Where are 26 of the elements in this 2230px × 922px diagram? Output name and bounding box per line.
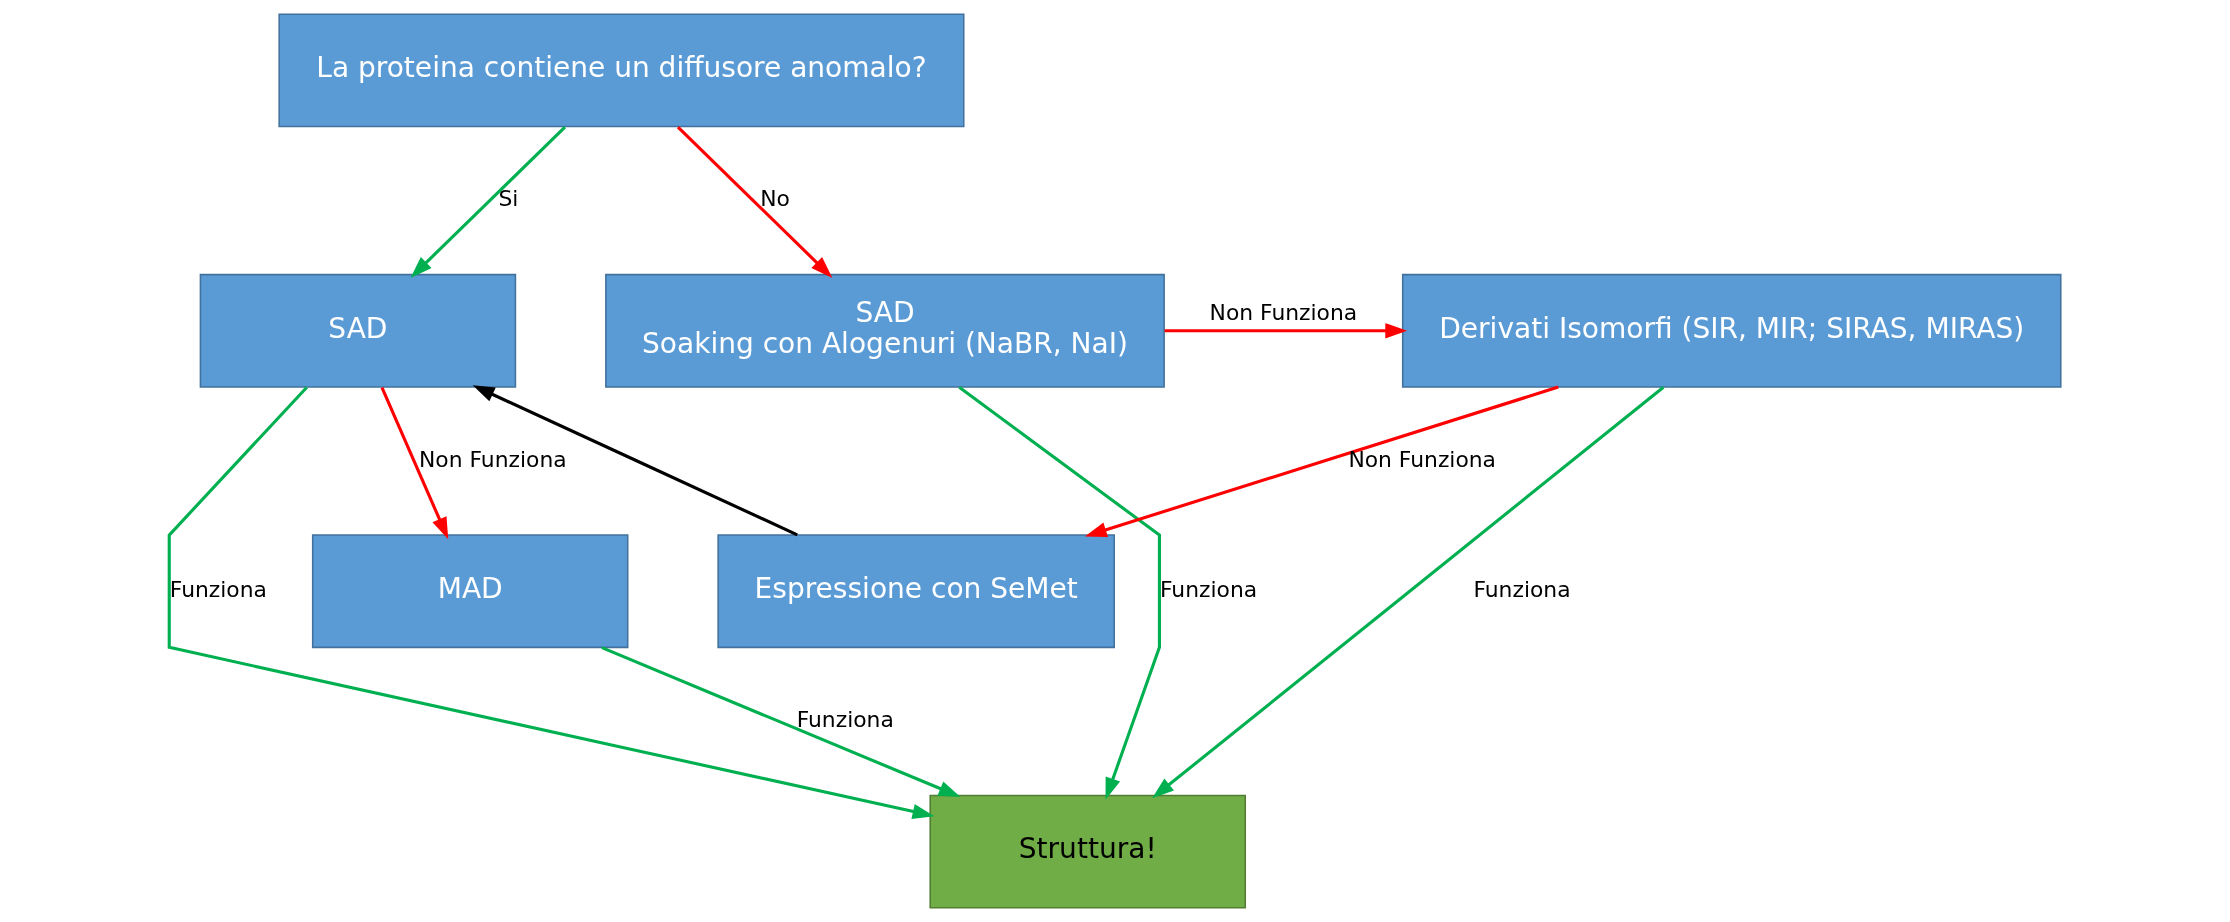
arrow — [676, 126, 833, 278]
arrow — [1084, 385, 1559, 538]
edge-label: Funziona — [1160, 576, 1258, 602]
node-box: SAD — [199, 273, 517, 388]
arrow — [958, 385, 1161, 800]
arrow — [601, 646, 961, 798]
edge-label: Funziona — [1473, 576, 1571, 602]
edge-label: No — [760, 186, 790, 212]
node-box: SAD Soaking con Alogenuri (NaBR, NaI) — [605, 273, 1165, 388]
node-box: Struttura! — [929, 794, 1246, 909]
edge-label: Non Funziona — [419, 446, 567, 472]
edge-label: Si — [498, 186, 519, 212]
arrow — [410, 126, 566, 278]
edge-label: Non Funziona — [1348, 446, 1496, 472]
arrow — [380, 386, 449, 540]
node-box: Derivati Isomorfi (SIR, MIR; SIRAS, MIRAS) — [1401, 273, 2062, 388]
node-box: Espressione con SeMet — [717, 534, 1115, 649]
edge-label: Funziona — [169, 576, 267, 602]
edge-label: Funziona — [796, 707, 894, 733]
node-box: MAD — [311, 534, 629, 649]
arrow — [167, 386, 935, 819]
arrow — [472, 385, 798, 537]
node-box: La proteina contiene un diffusore anomalo? — [278, 13, 965, 128]
edge-label: Non Funziona — [1209, 300, 1358, 326]
arrow — [1164, 323, 1408, 339]
arrow — [1152, 386, 1665, 799]
